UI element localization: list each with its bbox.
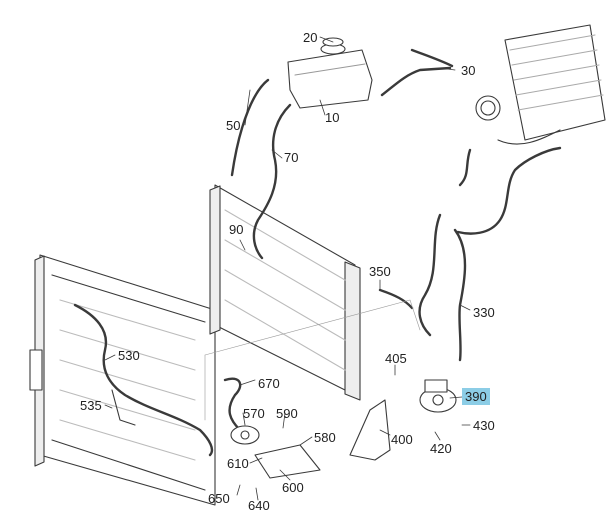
pump-570 [230,425,260,445]
brackets [111,389,391,479]
expansion-tank [287,37,373,109]
radiator-rear [209,184,361,401]
part-label-610: 610 [227,456,249,471]
hoses [73,48,562,457]
radiator-front [29,254,216,506]
part-label-600: 600 [282,480,304,495]
charge-air-cooler [475,24,606,145]
part-label-330: 330 [473,305,495,320]
part-label-420: 420 [430,441,452,456]
part-label-570: 570 [243,406,265,421]
part-label-50: 50 [226,118,241,133]
part-label-670: 670 [258,376,280,391]
part-label-535: 535 [80,398,102,413]
part-label-640: 640 [248,498,270,513]
part-label-590: 590 [276,406,298,421]
auxiliary-water-pump [419,379,457,413]
part-label-405: 405 [385,351,407,366]
part-label-430: 430 [473,418,495,433]
part-label-650: 650 [208,491,230,506]
leader-lines [104,36,471,501]
part-label-400: 400 [391,432,413,447]
part-label-30: 30 [461,63,476,78]
part-label-20: 20 [303,30,318,45]
part-label-350: 350 [369,264,391,279]
part-label-530: 530 [118,348,140,363]
part-label-10: 10 [325,110,340,125]
part-label-580: 580 [314,430,336,445]
part-label-70: 70 [284,150,299,165]
part-label-90: 90 [229,222,244,237]
part-label-390: 390 [462,388,490,405]
reference-lines [204,299,421,421]
